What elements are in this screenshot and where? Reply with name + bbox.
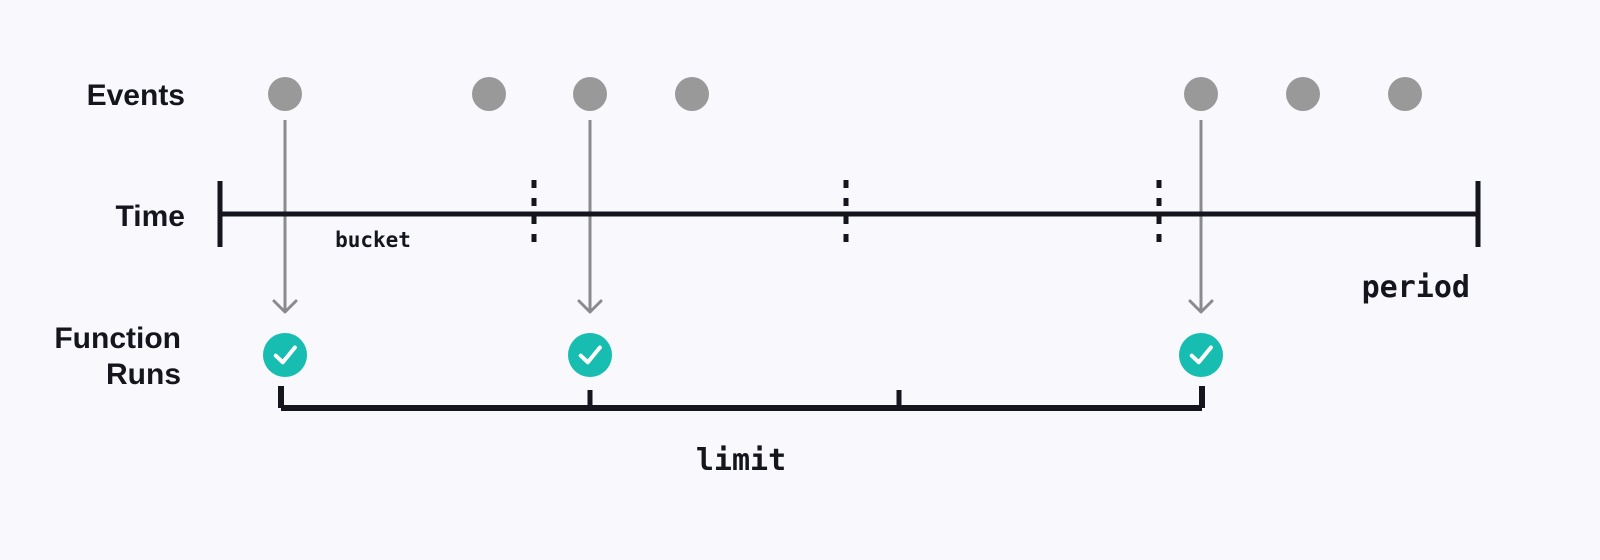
event-dot bbox=[268, 77, 302, 111]
function-run-badge bbox=[1179, 333, 1223, 377]
function-runs-row-label-line2: Runs bbox=[106, 358, 181, 391]
check-icon bbox=[273, 345, 297, 365]
event-dot bbox=[1286, 77, 1320, 111]
event-dot bbox=[1184, 77, 1218, 111]
time-row-label: Time bbox=[116, 200, 185, 233]
event-dot bbox=[1388, 77, 1422, 111]
success-circle bbox=[568, 333, 612, 377]
check-icon bbox=[1189, 345, 1213, 365]
event-dot bbox=[472, 77, 506, 111]
event-dot bbox=[675, 77, 709, 111]
function-runs-row-label-line1: Function bbox=[54, 322, 181, 355]
function-run-badge bbox=[263, 333, 307, 377]
event-arrow-head bbox=[1188, 299, 1214, 314]
period-label: period bbox=[1362, 270, 1470, 305]
bucket-divider-group bbox=[531, 180, 1162, 248]
function-run-badge bbox=[568, 333, 612, 377]
success-circle bbox=[1179, 333, 1223, 377]
event-arrow-head bbox=[577, 299, 603, 314]
success-circle bbox=[263, 333, 307, 377]
event-dot bbox=[573, 77, 607, 111]
bucket-label: bucket bbox=[335, 228, 411, 252]
limit-bracket bbox=[278, 386, 1205, 411]
events-row-label: Events bbox=[87, 79, 185, 112]
time-axis bbox=[217, 181, 1481, 247]
check-icon bbox=[578, 345, 602, 365]
limit-label: limit bbox=[696, 443, 786, 478]
function-run-group bbox=[263, 333, 1223, 377]
event-arrow-head bbox=[272, 299, 298, 314]
event-dots-group bbox=[268, 77, 1422, 111]
